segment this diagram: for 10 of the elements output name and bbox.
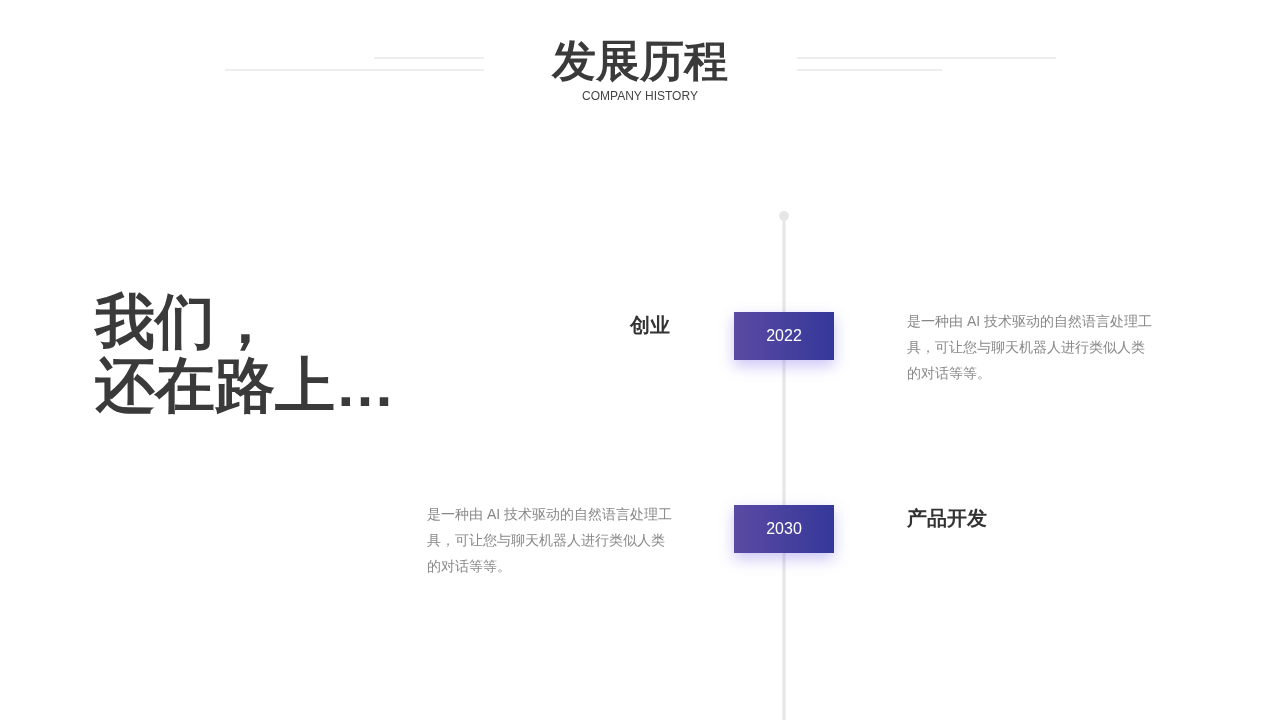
slogan-text: 还在路上…	[95, 356, 395, 416]
page-title: 发展历程	[550, 35, 729, 87]
subtitle: COMPANY HISTORY	[581, 89, 699, 103]
milestone-heading: 产品开发	[907, 506, 987, 531]
milestone-description: 是一种由 AI 技术驱动的自然语言处理工具，可让您与聊天机器人进行类似人类的对话等等。	[427, 505, 672, 576]
year-box: 2030	[734, 505, 834, 553]
milestone-description: 是一种由 AI 技术驱动的自然语言处理工具，可让您与聊天机器人进行类似人类的对话等等。	[907, 312, 1152, 383]
slogan-text: 我们，	[95, 292, 275, 352]
year-box: 2022	[734, 312, 834, 360]
milestone-heading: 创业	[628, 313, 670, 338]
